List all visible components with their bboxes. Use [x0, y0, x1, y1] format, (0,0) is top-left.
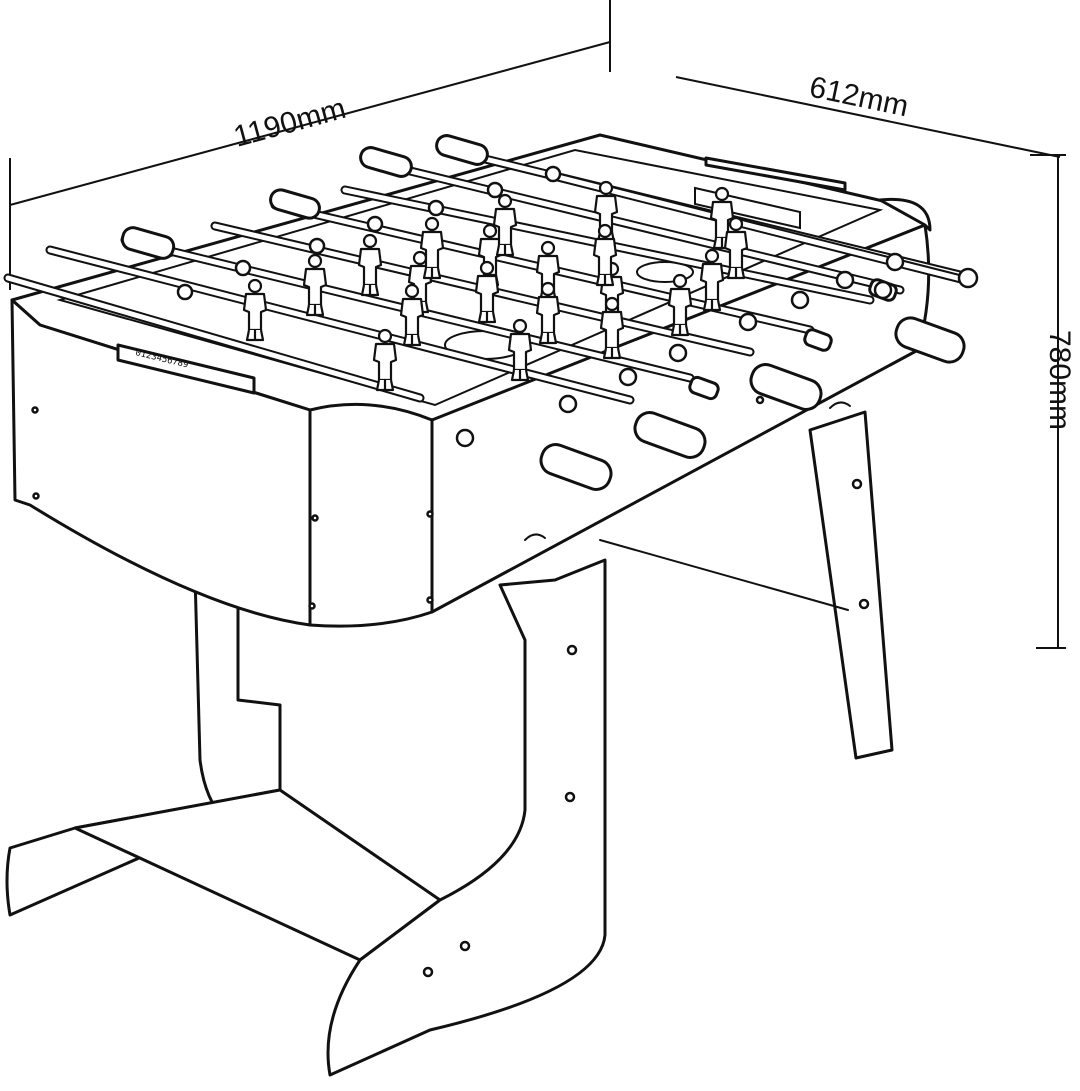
scoreboard: 0123456789	[116, 156, 847, 395]
player-figure	[492, 193, 518, 257]
right-leg-back	[599, 410, 894, 760]
player-figure	[507, 318, 533, 382]
players	[242, 180, 749, 392]
left-base-frame	[5, 558, 607, 1077]
player-figure	[399, 283, 425, 347]
dimension-height-label: 780mm	[1043, 330, 1076, 430]
dimension-length-label: 1190mm	[230, 92, 349, 154]
player-figure	[667, 273, 693, 337]
player-figure	[592, 223, 618, 287]
player-figure	[699, 248, 725, 312]
player-figure	[723, 216, 749, 280]
player-figure	[302, 253, 328, 317]
dimension-height: 780mm	[1030, 154, 1076, 649]
player-figure	[242, 278, 268, 342]
dimension-width: 612mm	[675, 71, 1061, 158]
player-figure	[419, 216, 445, 280]
player-figure	[357, 233, 383, 297]
player-figure	[599, 296, 625, 360]
handles	[120, 134, 979, 491]
player-figure	[535, 281, 561, 345]
player-figure	[474, 260, 500, 324]
player-figure	[372, 328, 398, 392]
player-figure	[593, 180, 619, 244]
